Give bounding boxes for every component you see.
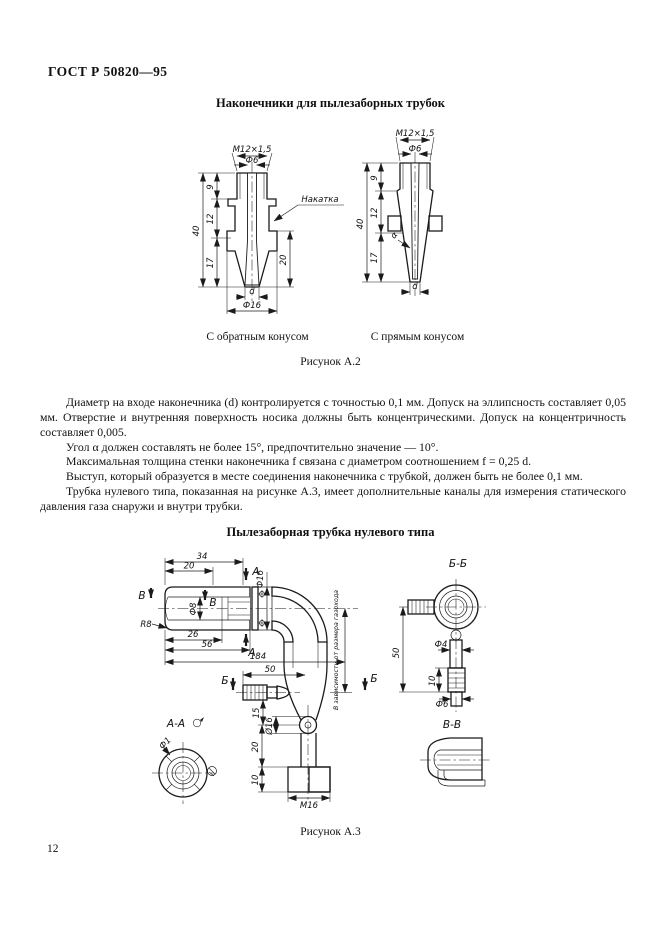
figure-a3-drawing: Ф8 В В R8 34 20 А А [138, 552, 490, 811]
dim-17: 17 [206, 257, 216, 268]
dim-thread: М12×1,5 [233, 145, 272, 155]
section-mark-a: А [251, 566, 259, 578]
rotated-view-icon [192, 718, 202, 728]
dim-f8: Ф8 [189, 602, 199, 615]
main-view: Ф8 В В R8 34 20 А А [138, 552, 377, 811]
dim-40: 40 [356, 219, 366, 230]
dim-d: d [412, 282, 418, 292]
section-bb-title: Б-Б [449, 558, 467, 570]
dim-20b: 20 [251, 742, 261, 753]
angle-label: α [389, 230, 401, 241]
dim-20: 20 [184, 562, 195, 572]
standard-number: ГОСТ Р 50820—95 [48, 64, 168, 79]
dim-f16: Ф16 [256, 569, 266, 588]
dim-17: 17 [370, 252, 380, 263]
dim-15: 15 [252, 708, 262, 719]
section-aa-view: А-А Ф1 [152, 717, 217, 804]
figure-a3-title: Пылезаборная трубка нулевого типа [226, 525, 435, 539]
dim-34: 34 [197, 552, 208, 562]
dim-56: 56 [202, 640, 213, 650]
dim-184: 184 [250, 652, 266, 662]
dim-thread: М12×1,5 [396, 129, 435, 139]
caption-straight-cone: С прямым конусом [370, 331, 465, 343]
paragraph: Максимальная толщина стенки наконечника … [66, 454, 532, 469]
dim-f1: Ф1 [158, 736, 174, 752]
dim-12: 12 [370, 208, 380, 219]
figure-a2-drawing: М12×1,5 Ф6 9 12 17 40 20 [192, 129, 443, 314]
body-text: Диаметр на входе наконечника (d) контрол… [40, 395, 626, 514]
section-aa-title: А-А [166, 718, 185, 730]
paragraph: Угол α должен составлять не более 15°, п… [66, 439, 439, 454]
section-vv-view: В-В [420, 719, 490, 787]
dim-9: 9 [206, 184, 216, 189]
paragraph: Трубка нулевого типа, показанная на рису… [40, 484, 626, 514]
paragraph: Диаметр на входе наконечника (d) контрол… [40, 395, 626, 439]
section-bb-view: Б-Б Ф4 50 [392, 558, 486, 712]
section-mark-a: А [247, 647, 255, 659]
dim-m16: М16 [300, 801, 319, 811]
knurl-label: Накатка [301, 195, 338, 205]
dim-9: 9 [370, 175, 380, 180]
dim-f4: Ф4 [435, 640, 448, 650]
dim-50: 50 [265, 665, 276, 675]
dim-12: 12 [206, 214, 216, 225]
section-mark-v: В [138, 590, 145, 602]
nozzle-straight-cone-view: М12×1,5 Ф6 9 12 17 40 α d [356, 129, 443, 296]
dim-f6: Ф6 [436, 700, 449, 710]
paragraph: Выступ, который образуется в месте соеди… [66, 469, 583, 484]
dim-10: 10 [428, 676, 438, 687]
dim-r8: R8 [140, 620, 152, 630]
section-mark-b: Б [221, 675, 228, 687]
section-mark-v: В [209, 597, 216, 609]
dim-26: 26 [188, 630, 199, 640]
figure-a2-label: Рисунок А.2 [300, 356, 361, 368]
dim-bore: Ф6 [246, 156, 259, 166]
dim-50: 50 [392, 648, 402, 659]
caption-reverse-cone: С обратным конусом [206, 331, 309, 343]
dim-d: d [249, 287, 255, 297]
page-number: 12 [47, 843, 59, 855]
dim-o16: Ø16 [264, 717, 275, 736]
dim-40: 40 [192, 226, 202, 237]
nozzle-reverse-cone-view: М12×1,5 Ф6 9 12 17 40 20 [192, 145, 344, 314]
dim-10: 10 [251, 775, 261, 786]
figure-a3-label: Рисунок А.3 [300, 826, 361, 838]
figure-a2-title: Наконечники для пылезаборных трубок [215, 96, 446, 110]
dim-20: 20 [279, 255, 289, 266]
section-vv-title: В-В [443, 719, 461, 731]
dim-f16: Ф16 [243, 301, 262, 311]
depends-note: В зависимости от размера газохода [333, 590, 340, 710]
dim-bore: Ф6 [409, 145, 422, 155]
section-mark-b: Б [370, 673, 377, 685]
